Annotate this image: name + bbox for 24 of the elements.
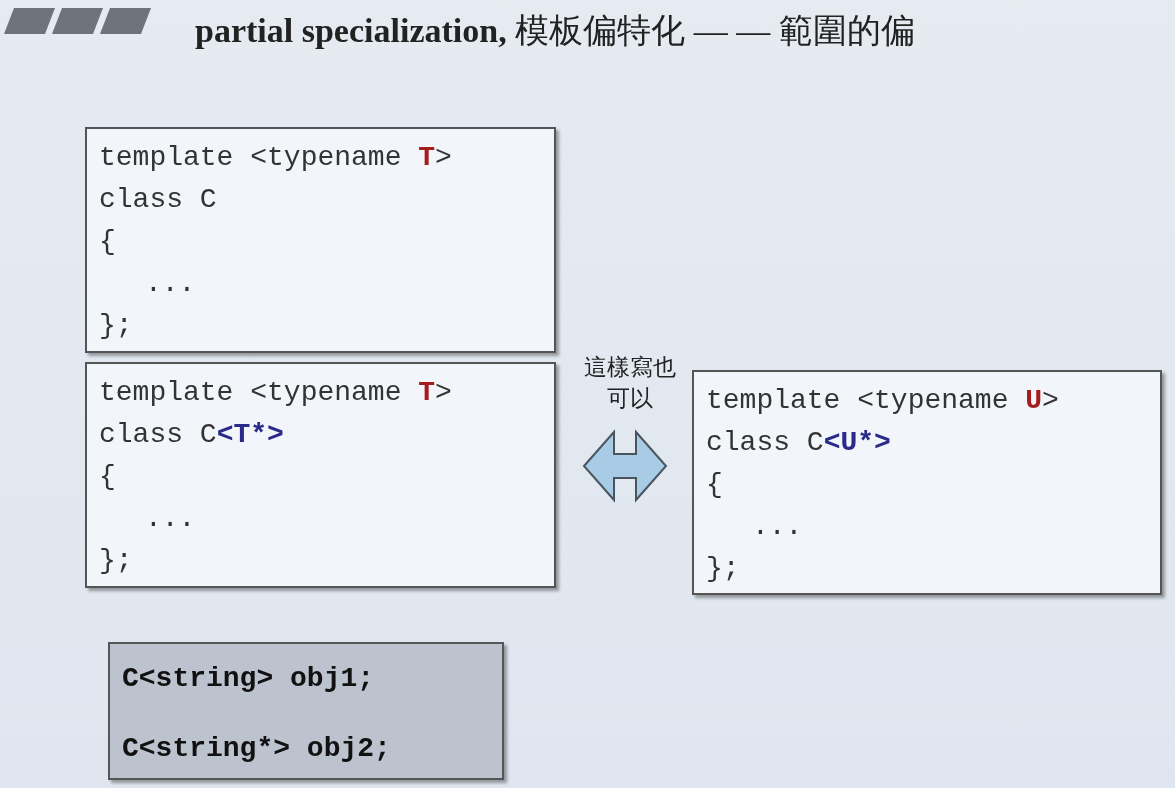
code-line: class C [99, 183, 217, 217]
code-box [85, 362, 556, 588]
code-line: { [99, 225, 116, 259]
code-line: template <typename U> [706, 384, 1059, 418]
edge-label: 這樣寫也可以 [583, 353, 677, 413]
code-line: { [706, 468, 723, 502]
code-line: template <typename T> [99, 141, 452, 175]
code-line: class C<U*> [706, 426, 891, 460]
code-line: }; [99, 309, 133, 343]
code-line: ... [752, 510, 803, 544]
code-line: template <typename T> [99, 376, 452, 410]
code-line: ... [145, 502, 196, 536]
code-line: }; [706, 552, 740, 586]
code-line: { [99, 460, 116, 494]
code-line: class C<T*> [99, 418, 284, 452]
code-line: C<string*> obj2; [122, 732, 391, 766]
code-line: ... [145, 267, 196, 301]
code-line: }; [99, 544, 133, 578]
code-box [108, 642, 504, 780]
code-box [85, 127, 556, 353]
double-arrow [582, 429, 668, 503]
code-line: C<string> obj1; [122, 662, 375, 696]
slide-title: partial specialization, 模板偏特化 — — 範圍的偏 [195, 11, 915, 51]
code-box [692, 370, 1162, 595]
